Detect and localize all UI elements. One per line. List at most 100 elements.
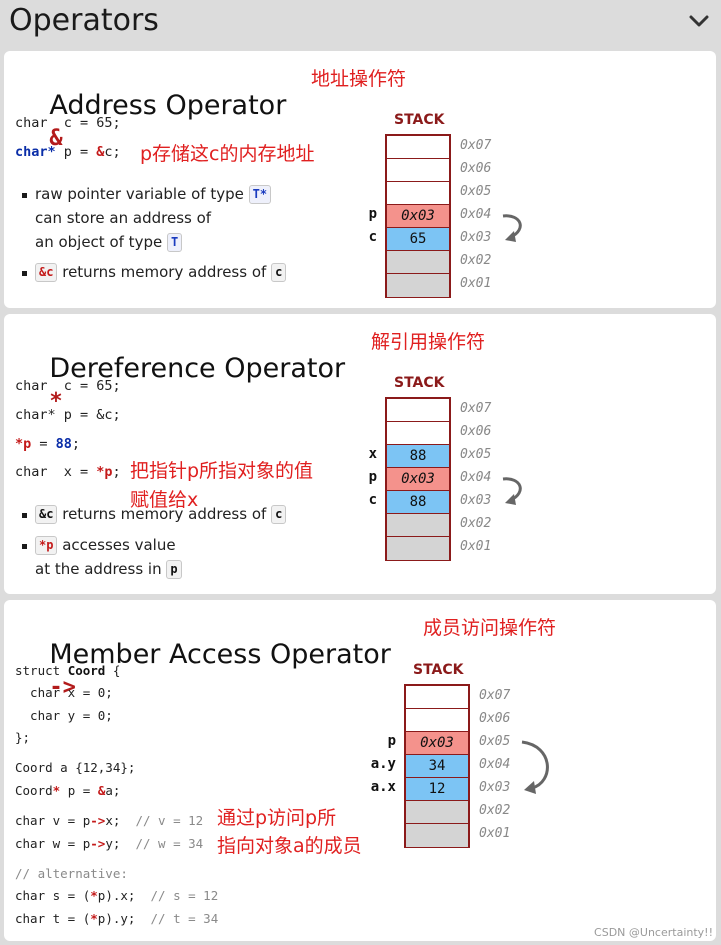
bullet-text: an object of type T: [35, 233, 183, 252]
stack-address: 0x03: [460, 230, 492, 245]
code-line: char* p = &c;: [15, 407, 121, 423]
stack-address: 0x07: [460, 401, 492, 416]
stack-address: 0x05: [460, 447, 492, 462]
stack-cell: [387, 399, 449, 422]
stack-cell: [387, 537, 449, 560]
stack-cell: 34: [406, 755, 468, 778]
code-line: char* p = &c;: [15, 144, 121, 160]
stack-address: 0x04: [479, 757, 511, 772]
address-operator-panel: Address Operator & 地址操作符 char c = 65; ch…: [4, 51, 716, 308]
stack-address: 0x06: [479, 711, 511, 726]
bullet-text: raw pointer variable of type T*: [35, 185, 272, 204]
variable-label: p: [387, 733, 396, 749]
stack-address: 0x04: [460, 470, 492, 485]
code-comment: // alternative:: [15, 866, 128, 881]
code-line: char w = p->y; // w = 34: [15, 836, 204, 851]
stack-address: 0x02: [460, 253, 492, 268]
stack-address: 0x07: [479, 688, 511, 703]
panel-title: Member Access Operator ->: [49, 639, 391, 700]
stack-cell: 12: [406, 778, 468, 801]
stack-address: 0x04: [460, 207, 492, 222]
stack-cell: [406, 686, 468, 709]
curved-arrow-icon: [502, 477, 522, 505]
stack-cell: [387, 182, 449, 205]
operator-symbol: *: [49, 389, 63, 414]
stack-cell: [387, 136, 449, 159]
stack-cell: 0x03: [406, 732, 468, 755]
code-line: char x = *p;: [15, 464, 121, 480]
stack-address: 0x06: [460, 424, 492, 439]
bullet-text: *p accesses value: [35, 536, 176, 555]
code-line: char t = (*p).y; // t = 34: [15, 911, 219, 926]
panel-title: Address Operator &: [49, 90, 287, 151]
variable-label: c: [368, 492, 377, 508]
stack-cell: [406, 824, 468, 847]
section-header[interactable]: Operators: [0, 0, 721, 46]
stack-cell: 88: [387, 445, 449, 468]
bullet-icon: [22, 193, 27, 198]
annotation-text: 赋值给x: [130, 489, 199, 511]
code-line: char s = (*p).x; // s = 12: [15, 888, 219, 903]
stack-cell: [387, 159, 449, 182]
stack-cell: 88: [387, 491, 449, 514]
annotation-text: 解引用操作符: [371, 331, 486, 353]
variable-label: a.x: [370, 779, 396, 795]
bullet-icon: [22, 544, 27, 549]
stack-address: 0x06: [460, 161, 492, 176]
watermark: CSDN @Uncertainty!!: [594, 926, 713, 939]
code-line: *p = 88;: [15, 436, 81, 452]
stack-title: STACK: [413, 662, 464, 678]
dereference-operator-panel: Dereference Operator * 解引用操作符 char c = 6…: [4, 314, 716, 594]
variable-label: p: [368, 206, 377, 222]
code-line: char c = 65;: [15, 378, 121, 394]
stack-title: STACK: [394, 375, 445, 391]
panel-title: Dereference Operator *: [49, 353, 346, 414]
stack-address: 0x01: [460, 276, 492, 291]
code-line: Coord* p = &a;: [15, 783, 121, 798]
bullet-icon: [22, 513, 27, 518]
stack-address: 0x01: [460, 539, 492, 554]
bullet-text: &c returns memory address of c: [35, 263, 287, 282]
code-line: char c = 65;: [15, 115, 121, 131]
stack-cell: [387, 514, 449, 537]
variable-label: x: [368, 446, 377, 462]
member-access-operator-panel: Member Access Operator -> 成员访问操作符 struct…: [4, 600, 716, 941]
stack-address: 0x02: [479, 803, 511, 818]
stack-cell: [406, 709, 468, 732]
annotation-text: 通过p访问p所: [217, 807, 337, 829]
code-line: };: [15, 730, 31, 745]
code-line: char x = 0;: [15, 685, 113, 700]
annotation-text: 成员访问操作符: [423, 617, 557, 639]
stack-cell: 0x03: [387, 205, 449, 228]
stack-title: STACK: [394, 112, 445, 128]
stack-address: 0x05: [460, 184, 492, 199]
stack-address: 0x03: [479, 780, 511, 795]
stack-cell: [387, 274, 449, 297]
bullet-text: can store an address of: [35, 209, 212, 227]
code-line: char y = 0;: [15, 708, 113, 723]
section-title: Operators: [9, 3, 159, 38]
stack-cell: [387, 251, 449, 274]
stack-address: 0x03: [460, 493, 492, 508]
variable-label: p: [368, 469, 377, 485]
stack-cell: [387, 422, 449, 445]
bullet-text: at the address in p: [35, 560, 182, 579]
variable-label: a.y: [370, 756, 396, 772]
code-line: char v = p->x; // v = 12: [15, 813, 204, 828]
stack-address: 0x01: [479, 826, 511, 841]
stack-address: 0x07: [460, 138, 492, 153]
chevron-down-icon[interactable]: [689, 14, 709, 28]
annotation-text: 把指针p所指对象的值: [130, 460, 314, 482]
stack-cell: 65: [387, 228, 449, 251]
operator-symbol: &: [49, 126, 63, 151]
annotation-text: p存储这c的内存地址: [140, 143, 315, 165]
stack-cell: [406, 801, 468, 824]
code-line: struct Coord {: [15, 663, 121, 678]
code-line: Coord a {12,34};: [15, 760, 136, 775]
annotation-text: 指向对象a的成员: [217, 835, 362, 857]
bullet-text: &c returns memory address of c: [35, 505, 287, 524]
operator-symbol: ->: [49, 675, 76, 700]
